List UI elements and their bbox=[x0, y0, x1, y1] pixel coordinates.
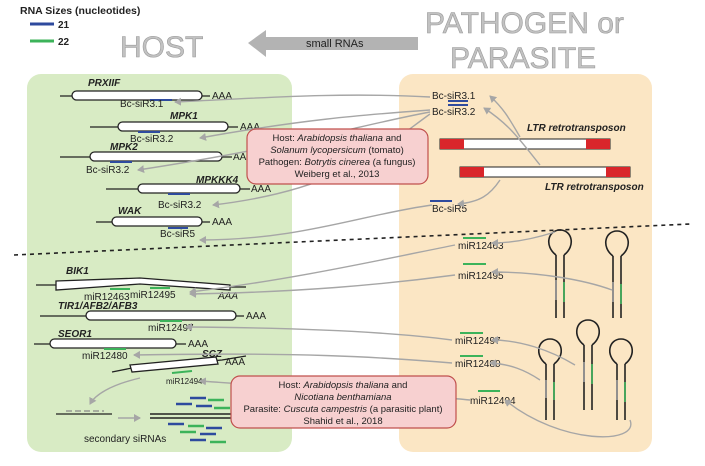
parasite-srna-label: miR12480 bbox=[455, 359, 501, 370]
legend-label-21: 21 bbox=[58, 20, 70, 31]
mirna-hairpin bbox=[609, 338, 633, 420]
info-host-species: Arabidopsis thaliana bbox=[296, 133, 383, 144]
secondary-sirnas-label: secondary siRNAs bbox=[84, 434, 166, 445]
srna-label: Bc-siR3.2 bbox=[130, 134, 174, 145]
svg-text:Pathogen: Botrytis ciner: Pathogen: Botrytis cinerea (a fungus) bbox=[259, 157, 416, 168]
section-divider bbox=[13, 223, 691, 256]
info-and: and bbox=[392, 380, 408, 391]
polya-tail: AAA bbox=[225, 357, 245, 368]
parasite-srna-label: miR12497 bbox=[455, 336, 501, 347]
gene-label-mpkkk4: MPKKK4 bbox=[196, 175, 239, 186]
ltr-retrotransposon-1: LTR retrotransposon bbox=[439, 123, 626, 150]
gene-prxiif: PRXIIF AAA Bc-siR3.1 bbox=[60, 78, 232, 110]
pathogen-srna-bc-sir5: Bc-siR5 bbox=[430, 200, 467, 215]
secondary-sirnas: secondary siRNAs bbox=[56, 396, 236, 445]
info-host-common: (tomato) bbox=[368, 145, 403, 156]
pathogen-srna-label: Bc-siR5 bbox=[432, 204, 467, 215]
mirna-hairpin bbox=[548, 229, 572, 318]
parasite-srna-label: miR12495 bbox=[458, 271, 504, 282]
gene-label-tir1: TIR1/AFB2/AFB3 bbox=[58, 301, 138, 312]
srna-bar-22 bbox=[171, 370, 193, 374]
parasite-srna-label: miR12463 bbox=[458, 241, 504, 252]
info-box-bottom: Host: Arabidopsis thaliana and Nicotiana… bbox=[230, 375, 457, 429]
legend-label-22: 22 bbox=[58, 37, 70, 48]
gene-label-wak: WAK bbox=[118, 206, 142, 217]
parasite-srna-label: miR12494 bbox=[470, 396, 516, 407]
gene-mpkkk4: MPKKK4 AAA Bc-siR3.2 bbox=[106, 175, 271, 211]
srna-label: miR12463 bbox=[84, 292, 130, 303]
info-host-species: Arabidopsis thaliana bbox=[302, 380, 389, 391]
info-host-label: Host: bbox=[273, 133, 295, 144]
polya-tail: AAA bbox=[188, 339, 208, 350]
host-panel bbox=[27, 74, 292, 452]
info-parasite-species: Cuscuta campestris bbox=[284, 404, 368, 415]
bottom-host-arrows bbox=[89, 377, 141, 422]
gene-label-mpk1: MPK1 bbox=[170, 111, 198, 122]
info-pathogen-species: Botrytis cinerea bbox=[305, 157, 370, 168]
gene-label-bik1: BIK1 bbox=[66, 266, 89, 277]
polya-tail: AAA bbox=[217, 291, 238, 302]
polya-tail: AAA bbox=[233, 152, 253, 163]
info-and: and bbox=[386, 133, 402, 144]
mirna-hairpin bbox=[605, 230, 629, 318]
srna-label: Bc-siR3.2 bbox=[158, 200, 202, 211]
host-title: HOST bbox=[120, 31, 203, 64]
gene-mpk1: MPK1 AAA Bc-siR3.2 bbox=[90, 111, 260, 145]
small-rnas-arrow-label: small RNAs bbox=[306, 38, 364, 50]
srna-label: miR12497 bbox=[148, 323, 194, 334]
svg-text:Host: Arabidopsis thalia: Host: Arabidopsis thaliana and bbox=[273, 133, 402, 144]
gene-label-prxiif: PRXIIF bbox=[88, 78, 121, 89]
srna-label: Bc-siR3.2 bbox=[86, 165, 130, 176]
srna-label: miR12495 bbox=[130, 290, 176, 301]
small-rnas-arrow bbox=[248, 30, 418, 57]
gene-tir1: TIR1/AFB2/AFB3 AAA miR12497 bbox=[40, 301, 266, 334]
legend-title: RNA Sizes (nucleotides) bbox=[20, 5, 140, 17]
info-host-species-2: Solanum lycopersicum bbox=[270, 145, 366, 156]
gene-label-mpk2: MPK2 bbox=[110, 142, 138, 153]
polya-tail: AAA bbox=[246, 311, 266, 322]
ltr-retrotransposon-2: LTR retrotransposon bbox=[459, 166, 644, 193]
info-host-species-2: Nicotiana benthamiana bbox=[294, 392, 391, 403]
srna-label: Bc-siR5 bbox=[160, 229, 195, 240]
mirna-hairpin bbox=[576, 319, 600, 410]
svg-text:Solanum lycopersicum (to: Solanum lycopersicum (tomato) bbox=[270, 145, 404, 156]
mirna-hairpin bbox=[538, 338, 562, 420]
pathogen-srna-group-top: Bc-siR3.1 Bc-siR3.2 bbox=[432, 91, 476, 118]
gene-label-seor1: SEOR1 bbox=[58, 329, 92, 340]
polya-tail: AAA bbox=[212, 91, 232, 102]
info-citation: Weiberg et al., 2013 bbox=[295, 169, 380, 180]
gene-wak: WAK AAA Bc-siR5 bbox=[96, 206, 232, 240]
info-box-top: Host: Arabidopsis thaliana and Solanum l… bbox=[246, 128, 429, 185]
svg-text:Host: Arabidopsis thalia: Host: Arabidopsis thaliana and bbox=[279, 380, 408, 391]
srna-label: Bc-siR3.1 bbox=[120, 99, 164, 110]
gene-bik1: BIK1 AAA miR12463 miR12495 bbox=[36, 266, 246, 303]
parasite-srnas: miR12463 miR12495 miR12497 miR12480 miR1… bbox=[455, 237, 516, 407]
pathogen-title-line2: PARASITE bbox=[450, 42, 596, 75]
info-citation: Shahid et al., 2018 bbox=[303, 416, 382, 427]
info-parasite-label: Parasite: bbox=[243, 404, 281, 415]
pathogen-srna-label: Bc-siR3.1 bbox=[432, 91, 476, 102]
pathogen-srna-label: Bc-siR3.2 bbox=[432, 107, 476, 118]
info-pathogen-label: Pathogen: bbox=[259, 157, 302, 168]
transposon-label: LTR retrotransposon bbox=[527, 123, 626, 134]
pathogen-title-line1: PATHOGEN or bbox=[425, 7, 624, 40]
info-host-label: Host: bbox=[279, 380, 301, 391]
info-pathogen-common: (a fungus) bbox=[373, 157, 416, 168]
svg-text:Parasite: Cuscuta campes: Parasite: Cuscuta campestris (a parasiti… bbox=[243, 404, 442, 415]
srna-label: miR12480 bbox=[82, 351, 128, 362]
polya-tail: AAA bbox=[251, 184, 271, 195]
info-parasite-common: (a parasitic plant) bbox=[370, 404, 443, 415]
transposon-label: LTR retrotransposon bbox=[545, 182, 644, 193]
bottom-targeting-arrows bbox=[133, 231, 632, 438]
gene-seor1: SEOR1 AAA miR12480 bbox=[34, 329, 208, 362]
polya-tail: AAA bbox=[240, 122, 260, 133]
polya-tail: AAA bbox=[212, 217, 232, 228]
srna-label: miR12494 bbox=[166, 377, 203, 386]
